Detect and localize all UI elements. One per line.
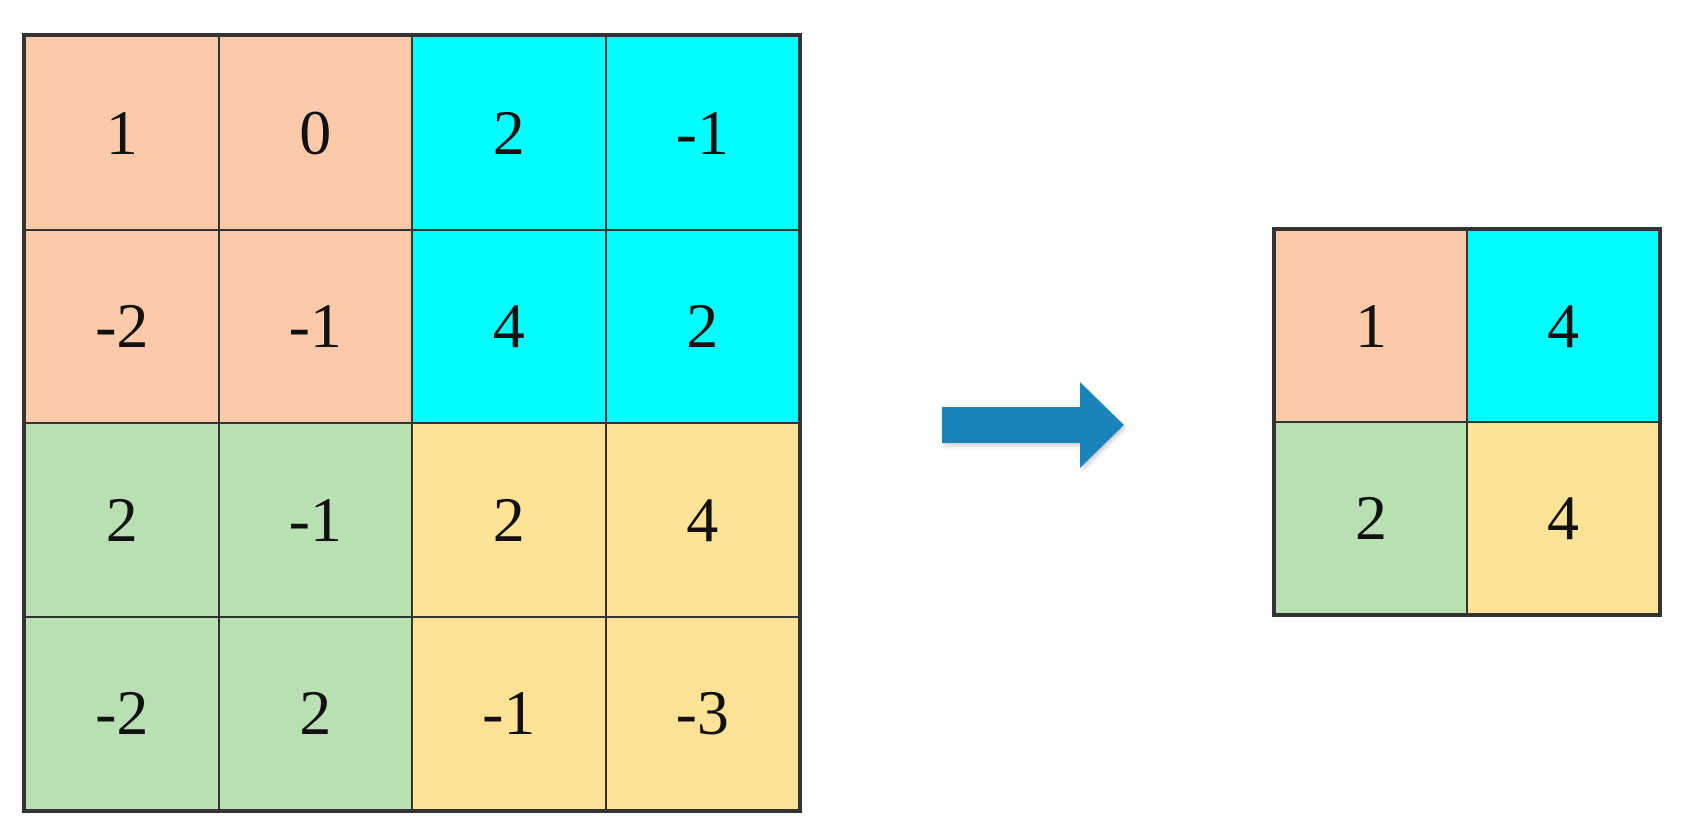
input-cell: 4	[412, 229, 606, 423]
output-cell: 4	[1467, 230, 1659, 422]
input-cell: 0	[218, 36, 412, 230]
input-cell: 2	[605, 229, 799, 423]
input-matrix: 1 0 2 -1 -2 -1 4 2 2 -1 2 4 -2 2 -1 -3	[22, 33, 802, 813]
input-cell: -2	[25, 616, 219, 810]
output-cell: 4	[1467, 422, 1659, 614]
arrow-shape	[942, 382, 1124, 468]
input-cell: -1	[218, 229, 412, 423]
input-cell: -2	[25, 229, 219, 423]
input-cell: -3	[605, 616, 799, 810]
input-cell: 2	[218, 616, 412, 810]
output-matrix: 1 4 2 4	[1272, 227, 1662, 617]
input-cell: -1	[605, 36, 799, 230]
input-cell: 4	[605, 423, 799, 617]
input-cell: -1	[218, 423, 412, 617]
input-cell: 2	[412, 36, 606, 230]
input-cell: 2	[25, 423, 219, 617]
right-arrow-icon	[942, 382, 1124, 468]
output-cell: 1	[1275, 230, 1467, 422]
input-cell: 1	[25, 36, 219, 230]
input-cell: -1	[412, 616, 606, 810]
input-cell: 2	[412, 423, 606, 617]
output-cell: 2	[1275, 422, 1467, 614]
